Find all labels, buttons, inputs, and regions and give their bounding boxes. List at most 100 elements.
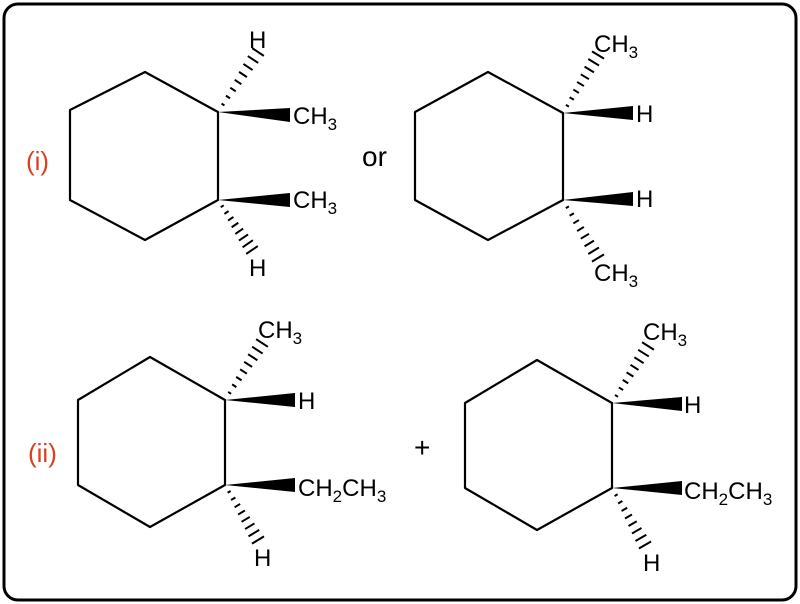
- hash-line: [227, 391, 232, 395]
- hashed-bond: [565, 50, 605, 108]
- atom-ch3-top: CH3: [258, 317, 302, 348]
- atom-h-bottom: H: [254, 545, 271, 572]
- hash-line: [245, 245, 259, 255]
- hash-line: [251, 535, 265, 545]
- cyclohexane-ring: [463, 358, 614, 532]
- wedge-bond: [563, 106, 633, 120]
- hash-line: [631, 527, 643, 535]
- hash-line: [614, 394, 619, 398]
- hash-line: [230, 496, 236, 501]
- hashed-bond: [220, 204, 259, 255]
- hash-line: [569, 96, 575, 101]
- hashed-bond: [565, 205, 605, 263]
- cyclohexane-ring: [76, 355, 227, 529]
- hash-line: [247, 353, 258, 362]
- hash-line: [248, 529, 260, 538]
- wedge-bond: [218, 193, 290, 207]
- wedge-bond: [225, 478, 295, 492]
- molecule-i-left: H CH3 CH3 H: [68, 27, 337, 282]
- hash-line: [618, 386, 624, 391]
- hash-line: [576, 81, 585, 87]
- atom-h-top: H: [249, 27, 266, 54]
- hash-line: [624, 513, 633, 520]
- hash-line: [234, 78, 242, 86]
- hash-line: [239, 368, 248, 375]
- atom-ethyl: CH2CH3: [298, 475, 386, 506]
- wedge-bond: [563, 192, 633, 206]
- atom-ch3-top: CH3: [293, 103, 337, 134]
- hash-line: [628, 520, 638, 527]
- hash-line: [580, 73, 590, 81]
- atom-ethyl: CH2CH3: [684, 478, 772, 509]
- hash-line: [637, 348, 650, 358]
- hash-line: [235, 376, 243, 382]
- hash-line: [580, 232, 590, 240]
- cyclohexane-ring: [413, 70, 565, 242]
- hash-line: [584, 239, 595, 248]
- hash-line: [565, 103, 570, 108]
- hash-line: [634, 533, 647, 542]
- hashed-bond: [220, 47, 265, 107]
- cyclohexane-ring: [68, 70, 220, 242]
- part-i-label: (i): [26, 146, 49, 176]
- wedge-bond: [218, 108, 290, 122]
- hash-line: [251, 47, 265, 57]
- hash-line: [641, 341, 655, 351]
- hash-line: [225, 94, 231, 100]
- hash-line: [255, 338, 269, 348]
- hash-line: [241, 516, 251, 523]
- part-ii-label: (ii): [28, 438, 57, 468]
- atom-h-bottom: H: [249, 255, 266, 282]
- hash-line: [229, 86, 237, 93]
- hash-line: [626, 371, 634, 378]
- molecule-i-right: CH3 H H CH3: [413, 31, 653, 291]
- hash-line: [244, 522, 255, 530]
- hashed-bond: [614, 493, 652, 550]
- hash-line: [569, 212, 575, 217]
- wedge-bond: [612, 481, 682, 495]
- atom-ch3-bottom: CH3: [293, 187, 337, 218]
- hash-line: [238, 233, 249, 242]
- or-connector: or: [362, 141, 387, 172]
- hash-line: [591, 253, 605, 263]
- hash-line: [617, 500, 623, 505]
- atom-h-top: H: [684, 392, 701, 419]
- hash-line: [629, 363, 640, 371]
- atom-h-top: H: [636, 101, 653, 128]
- hash-line: [234, 503, 241, 509]
- hash-line: [223, 210, 230, 215]
- hashed-bond: [614, 341, 655, 398]
- hash-line: [238, 71, 248, 78]
- molecule-ii-right: CH3 H CH2CH3 H: [463, 319, 772, 577]
- hash-line: [638, 540, 652, 550]
- hash-line: [234, 227, 244, 235]
- hash-line: [227, 216, 234, 222]
- hash-line: [227, 490, 232, 494]
- atom-h-bottom: H: [636, 186, 653, 213]
- hashed-bond: [227, 490, 265, 545]
- hash-line: [220, 204, 225, 209]
- plus-connector: +: [414, 432, 430, 463]
- hash-line: [220, 102, 226, 107]
- hash-line: [247, 55, 259, 64]
- hash-line: [621, 506, 628, 512]
- hash-line: [576, 226, 585, 232]
- hash-line: [251, 345, 264, 355]
- hash-line: [243, 360, 253, 368]
- hash-line: [572, 219, 580, 225]
- wedge-bond: [612, 397, 682, 411]
- wedge-bond: [225, 393, 295, 407]
- hash-line: [614, 493, 619, 497]
- atom-h-bottom: H: [643, 550, 660, 577]
- hash-line: [231, 383, 237, 388]
- atom-ch3-top: CH3: [594, 31, 638, 62]
- hash-line: [587, 58, 600, 67]
- hash-line: [584, 65, 595, 74]
- hash-line: [565, 205, 570, 210]
- atom-ch3-top: CH3: [643, 319, 687, 350]
- atom-ch3-bottom: CH3: [594, 260, 638, 291]
- hash-line: [587, 246, 600, 255]
- hash-line: [242, 63, 254, 71]
